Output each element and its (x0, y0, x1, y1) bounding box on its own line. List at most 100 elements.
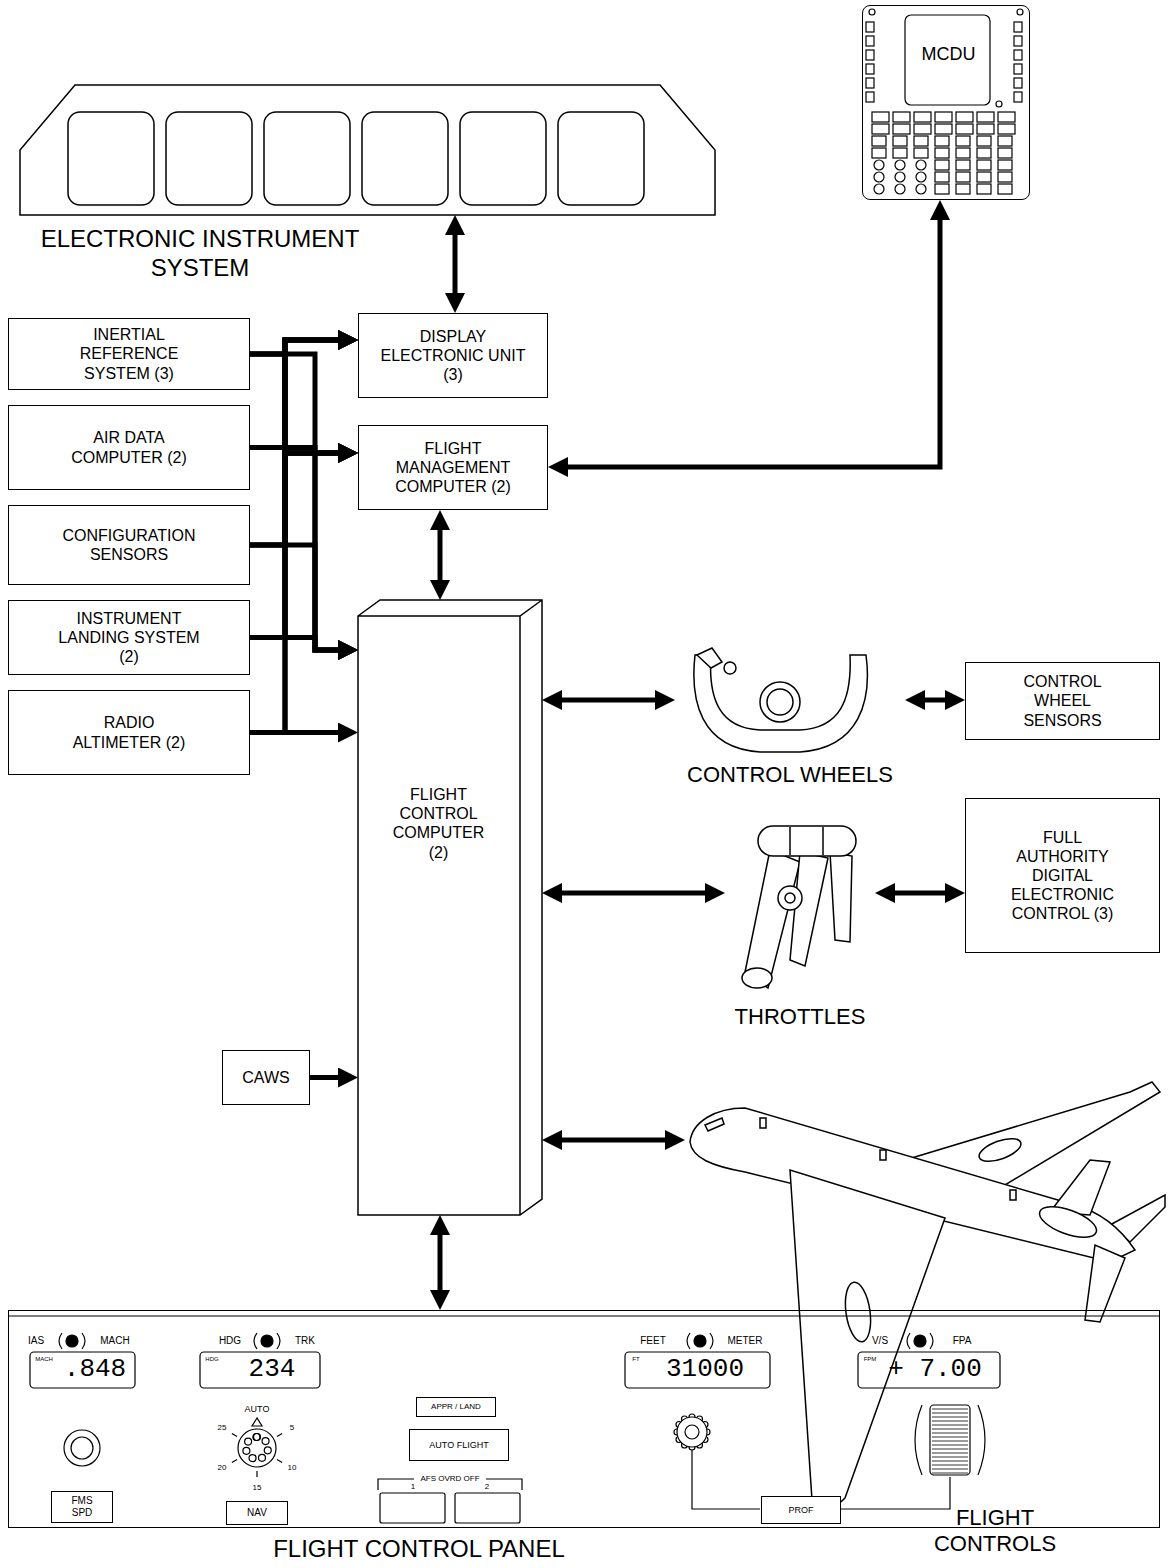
mcdu-keys (977, 148, 991, 158)
mcdu-face (869, 9, 875, 15)
mcdu-unit: MCDU (862, 5, 1030, 200)
figure-label: FLIGHT CONTROLS (920, 1505, 1070, 1558)
computer-box: FLIGHT MANAGEMENT COMPUTER (2) (358, 425, 548, 510)
knob-marks (687, 1333, 713, 1349)
panel-controls (930, 1405, 970, 1475)
data-bus-arrow (250, 340, 346, 733)
mcdu-keys (935, 112, 952, 122)
knob-marks (932, 1465, 968, 1466)
mcdu-keys (872, 112, 889, 122)
knob-marks (59, 1333, 968, 1477)
mcdu-keys (866, 92, 874, 102)
data-bus-arrow (917, 698, 953, 703)
panel-controls (64, 1430, 100, 1466)
control-wheels: CONTROL WHEELS (675, 645, 905, 790)
mcdu-keys (935, 136, 949, 146)
mcdu-keys (874, 184, 884, 194)
knob-marks (694, 1335, 706, 1347)
knob-marks (932, 1445, 968, 1446)
data-bus-arrow (250, 354, 346, 650)
mcdu-keys (893, 124, 910, 134)
display-screens (166, 112, 252, 205)
throttle-figure (785, 893, 795, 903)
mcdu-keys (956, 172, 970, 182)
button-label: NAV (232, 1507, 282, 1519)
mcdu-keys (914, 136, 928, 146)
data-bus-arrow (250, 340, 346, 638)
figure-label: THROTTLES (725, 1004, 875, 1030)
panel-button: NAV (226, 1501, 288, 1525)
data-bus-arrow (250, 448, 346, 651)
panel-controls (915, 1405, 985, 1475)
panel-legend: V/S (872, 1336, 888, 1346)
mcdu-keys (935, 184, 949, 194)
display-readout: + 7.00 (888, 1356, 982, 1382)
warning-box: CAWS (222, 1050, 310, 1105)
data-bus-arrow (438, 1227, 443, 1298)
mcdu-keys (956, 160, 970, 170)
sensor-box: INERTIAL REFERENCE SYSTEM (3) (8, 318, 250, 390)
throttle-figure (742, 826, 856, 988)
data-bus-arrow (250, 730, 346, 735)
knob-marks (932, 1433, 968, 1434)
knob-marks (932, 1469, 968, 1470)
mcdu-keys (914, 148, 928, 158)
panel-controls (625, 1352, 770, 1388)
panel-controls (30, 1352, 135, 1388)
mcdu-face (996, 101, 1002, 107)
mcdu-keys (977, 184, 991, 194)
mcdu-keys (998, 184, 1012, 194)
mcdu-keys (956, 148, 970, 158)
display-screens (68, 112, 154, 205)
panel-legend: FPA (953, 1336, 972, 1346)
data-bus-arrow (310, 1075, 346, 1080)
instrument-panel: ELECTRONIC INSTRUMENT SYSTEM (20, 85, 715, 215)
mcdu-keys (895, 172, 905, 182)
mcdu-face (1017, 9, 1023, 15)
mcdu-keys (866, 78, 874, 88)
data-bus-arrow (250, 545, 346, 650)
sensor-box: CONFIGURATION SENSORS (8, 505, 250, 585)
mcdu-keys (914, 112, 931, 122)
data-bus-arrow (250, 453, 346, 638)
throttle-figure (778, 886, 802, 910)
panel-legend: 20 (218, 1464, 227, 1472)
mcdu-keys (872, 124, 889, 134)
knob-marks (249, 1455, 256, 1462)
knob-marks (907, 1333, 933, 1349)
mcdu-keys (956, 136, 970, 146)
engine-control-box: FULL AUTHORITY DIGITAL ELECTRONIC CONTRO… (965, 798, 1160, 953)
knob-marks (253, 1434, 260, 1441)
box-label: CAWS (231, 1068, 301, 1087)
mcdu-keys (1014, 78, 1022, 88)
aircraft-figure (976, 1134, 1024, 1166)
panel-legend: IAS (28, 1336, 44, 1346)
data-bus-arrow (250, 453, 346, 545)
outline-path (20, 85, 715, 215)
mcdu-keys (914, 124, 931, 134)
panel-button: PROF (761, 1496, 841, 1524)
mcdu-keys (935, 172, 949, 182)
mcdu-keys (977, 172, 991, 182)
panel-legend: 2 (485, 1483, 489, 1491)
box-label: INERTIAL REFERENCE SYSTEM (3) (54, 325, 204, 383)
knob-marks (932, 1417, 968, 1418)
box-label: FLIGHT CONTROL COMPUTER (2) (386, 785, 491, 862)
panel-controls (9, 1316, 1159, 1523)
mcdu-keys (893, 136, 907, 146)
panel-controls (380, 1493, 445, 1523)
knob-marks (254, 1434, 261, 1441)
box-label: CONFIGURATION SENSORS (54, 526, 204, 564)
throttle-figure (830, 852, 852, 942)
knob-marks (59, 1333, 85, 1349)
knob-marks (914, 1335, 926, 1347)
control-wheel-figure (767, 689, 793, 715)
panel-legend: 25 (218, 1424, 227, 1432)
data-bus-arrow (250, 638, 346, 651)
knob-marks (264, 1447, 271, 1454)
mcdu-keys (916, 160, 926, 170)
mcdu-keys (1014, 50, 1022, 60)
panel-button: FMS SPD (51, 1491, 113, 1523)
